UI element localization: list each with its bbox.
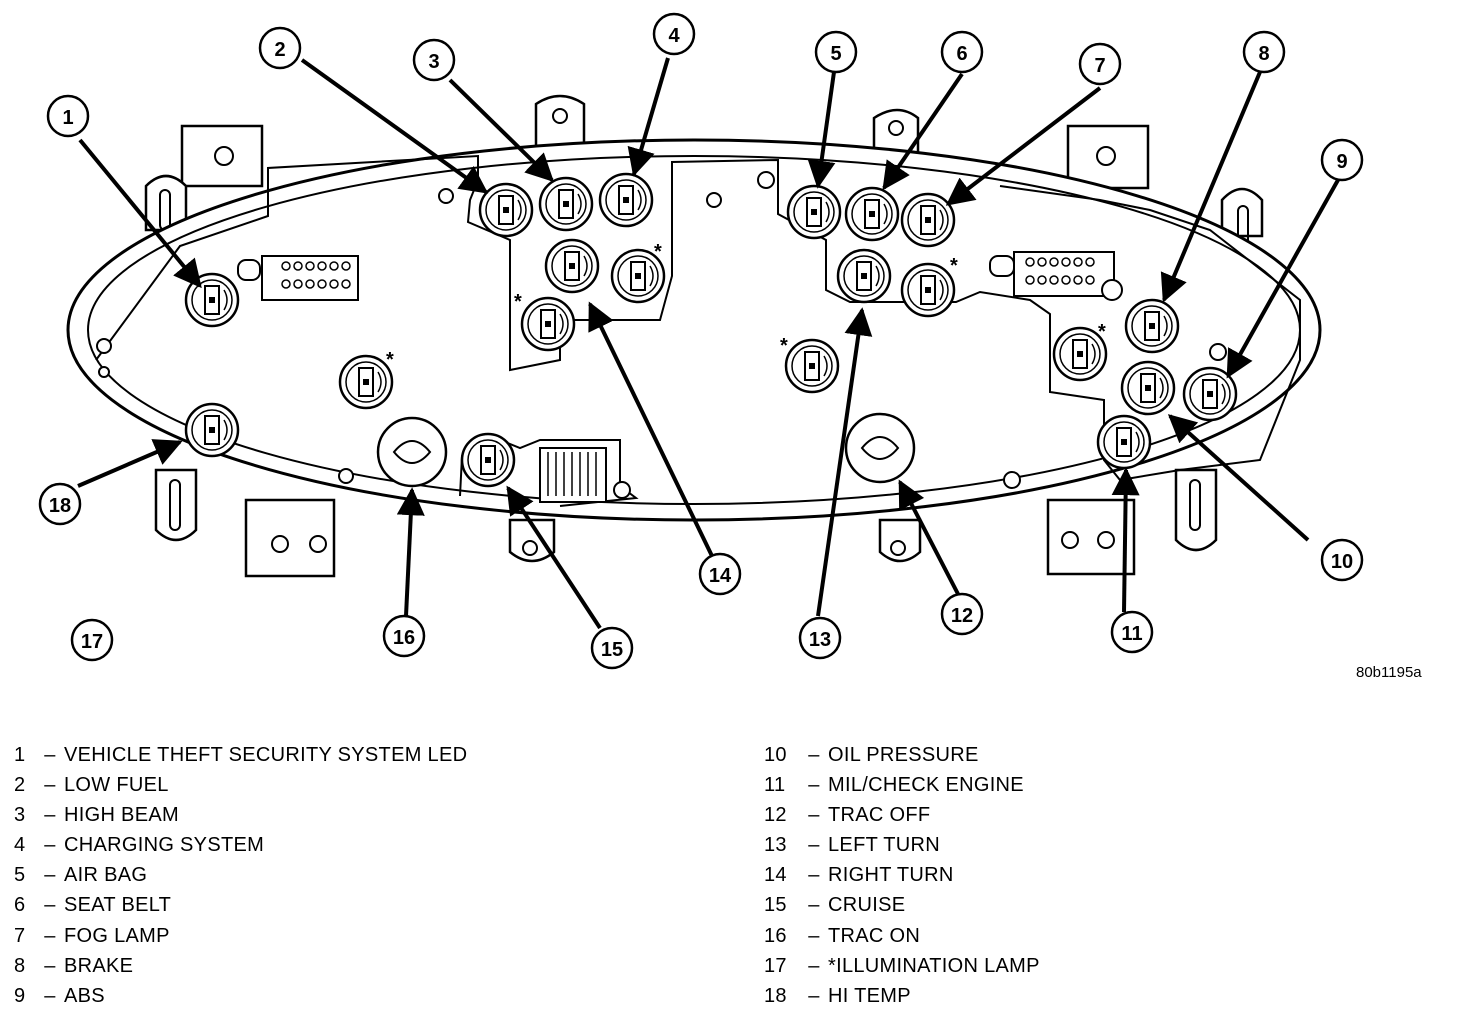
leader-lines	[77, 57, 1340, 630]
right-connector	[989, 251, 1123, 301]
legend-item: 11–MIL/CHECK ENGINE	[764, 774, 1024, 797]
svg-text:10: 10	[1331, 551, 1353, 573]
callout-2: 2	[258, 26, 302, 70]
callout-5: 5	[814, 30, 858, 74]
legend-item: 1–VEHICLE THEFT SECURITY SYSTEM LED	[14, 744, 468, 766]
trac-windows	[376, 412, 916, 488]
legend-item: 13–LEFT TURN	[764, 834, 940, 857]
legend-item: 5–AIR BAG	[14, 864, 148, 887]
callout-17: 17	[70, 618, 114, 662]
svg-text:3: 3	[428, 51, 439, 73]
svg-text:*: *	[386, 349, 394, 371]
circuit-board-outline	[95, 154, 1301, 482]
legend-item: 7–FOG LAMP	[14, 924, 170, 947]
svg-text:11: 11	[1121, 623, 1142, 645]
asterisks: * * * * * *	[386, 241, 1106, 371]
legend-item: 4–CHARGING SYSTEM	[14, 834, 265, 857]
legend-left-column: 1–VEHICLE THEFT SECURITY SYSTEM LED 2–LO…	[14, 740, 467, 1011]
callout-7: 7	[1078, 42, 1122, 86]
svg-text:*: *	[1098, 321, 1106, 343]
left-connector	[237, 255, 359, 301]
legend-item: 16–TRAC ON	[764, 924, 921, 947]
legend-item: 12–TRAC OFF	[764, 804, 931, 827]
callout-9: 9	[1320, 138, 1364, 182]
instrument-cluster-diagram: * * * * * * 1 2 3 4 5 6 7 8 9 10	[38, 12, 1364, 670]
svg-text:*: *	[514, 291, 522, 313]
legend-item: 18–HI TEMP	[764, 984, 911, 1007]
svg-text:8: 8	[1258, 43, 1269, 65]
callout-6: 6	[940, 30, 984, 74]
svg-text:12: 12	[951, 605, 973, 627]
legend-item: 2–LOW FUEL	[14, 774, 169, 797]
legend-item: 3–HIGH BEAM	[14, 804, 179, 827]
legend-item: 10–OIL PRESSURE	[764, 744, 979, 766]
callout-10: 10	[1320, 538, 1364, 582]
legend-item: 14–RIGHT TURN	[764, 864, 954, 887]
svg-text:4: 4	[668, 25, 680, 47]
callout-3: 3	[412, 38, 456, 82]
callout-13: 13	[798, 616, 842, 660]
svg-text:7: 7	[1094, 55, 1105, 77]
svg-text:6: 6	[956, 43, 967, 65]
bottom-connector	[539, 447, 607, 503]
svg-text:14: 14	[709, 565, 732, 587]
callout-18: 18	[38, 482, 82, 526]
svg-text:17: 17	[81, 631, 103, 653]
callout-8: 8	[1242, 30, 1286, 74]
legend-item: 9–ABS	[14, 984, 105, 1007]
svg-text:16: 16	[393, 627, 415, 649]
svg-text:13: 13	[809, 629, 831, 651]
svg-text:*: *	[780, 335, 788, 357]
callout-4: 4	[652, 12, 696, 56]
svg-text:1: 1	[62, 107, 73, 129]
legend-item: 8–BRAKE	[14, 954, 134, 977]
callout-14: 14	[698, 552, 742, 596]
svg-text:15: 15	[601, 639, 623, 661]
legend-right-column: 10–OIL PRESSURE 11–MIL/CHECK ENGINE 12–T…	[764, 740, 1040, 1011]
callout-12: 12	[940, 592, 984, 636]
svg-text:*: *	[654, 241, 662, 263]
legend-item: 6–SEAT BELT	[14, 894, 172, 917]
callout-11: 11	[1110, 610, 1154, 654]
svg-text:5: 5	[830, 43, 841, 65]
svg-text:*: *	[950, 255, 958, 277]
callout-1: 1	[46, 94, 90, 138]
legend-item: 17–*ILLUMINATION LAMP	[764, 954, 1040, 977]
figure-code: 80b1195a	[1356, 664, 1422, 681]
legend-item: 15–CRUISE	[764, 894, 906, 917]
svg-text:9: 9	[1336, 151, 1347, 173]
svg-text:18: 18	[49, 495, 71, 517]
callout-15: 15	[590, 626, 634, 670]
callout-16: 16	[382, 614, 426, 658]
callouts: 1 2 3 4 5 6 7 8 9 10 11 12 13 14 15 16 1…	[38, 12, 1364, 670]
svg-text:2: 2	[274, 39, 285, 61]
